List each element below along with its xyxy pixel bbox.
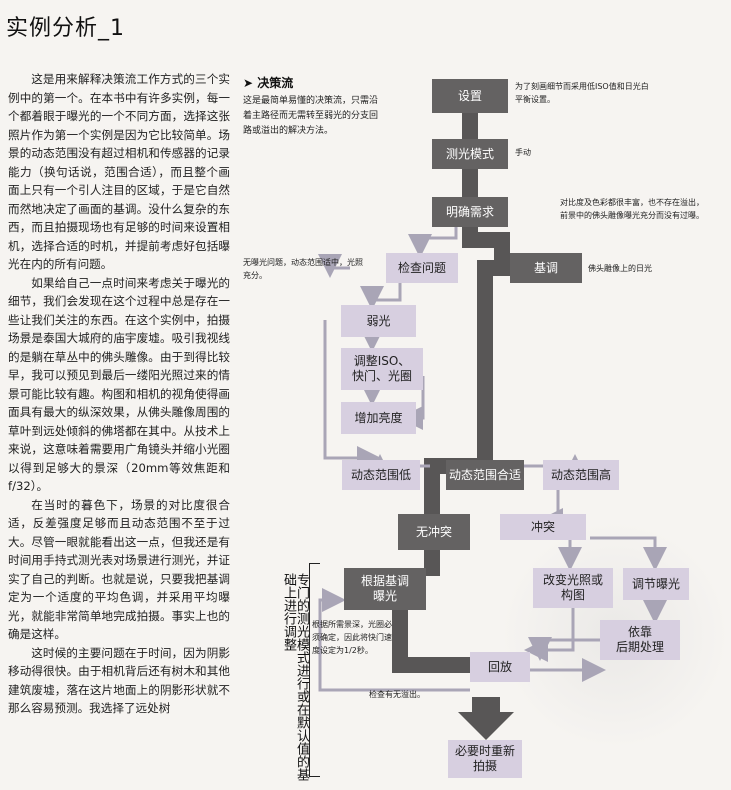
paragraph: 这是用来解释决策流工作方式的三个实例中的第一个。在本书中有许多实例，每一个都着眼…: [8, 72, 230, 271]
node-metering: 测光模式: [432, 139, 508, 169]
node-low-light: 弱光: [341, 305, 416, 337]
note-no-overflow: 检查有无溢出。: [369, 690, 425, 699]
paragraph: 这时候的主要问题在于时间，因为阴影移动得很快。由于相机背后还有树木和其他建筑废墟…: [8, 645, 230, 716]
node-setup: 设置: [432, 79, 508, 113]
node-playback: 回放: [470, 652, 530, 682]
note-check: 无曝光问题，动态范围适中，光照充分。: [243, 258, 363, 280]
node-conflict: 冲突: [500, 514, 586, 540]
note-requirement: 对比度及色彩都很丰富，也不存在溢出，前景中的佛头雕像曝光充分而没有过曝。: [560, 198, 704, 220]
node-post: 依靠 后期处理: [600, 620, 680, 660]
node-adjust-exposure: 调节曝光: [623, 568, 689, 600]
section-description: 这是最简单易懂的决策流，只需沿着主路径而无需转至弱光的分支回路或溢出的解决方法。: [243, 96, 379, 136]
side-label: 专门的测光模式进行或在默认值的基础上进行调整: [281, 573, 309, 781]
node-reshoot: 必要时重新 拍摄: [448, 740, 522, 778]
node-check: 检查问题: [386, 253, 458, 283]
paragraph: 在当时的暮色下，场景的对比度很合适，反差强度足够而且动态范围不至于过大。尽管一眼…: [8, 497, 230, 642]
body-text: 这是用来解释决策流工作方式的三个实例中的第一个。在本书中有许多实例，每一个都着眼…: [8, 70, 230, 718]
triangle-bullet-icon: ➤: [243, 76, 258, 90]
node-requirement: 明确需求: [432, 197, 508, 227]
node-change-light: 改变光照或 构图: [533, 568, 613, 608]
page-title: 实例分析_1: [6, 16, 125, 41]
paragraph: 如果给自己一点时间来考虑关于曝光的细节，我们会发现在这个过程中总是存在一些让我们…: [8, 275, 230, 494]
note-keytone: 佛头雕像上的日光: [588, 264, 652, 273]
node-keytone: 基调: [510, 253, 582, 283]
node-dr-high: 动态范围高: [543, 460, 619, 490]
node-meter-key: 根据基调 曝光: [344, 568, 426, 610]
note-setup: 为了刻画细节而采用低ISO值和日光白平衡设置。: [515, 82, 649, 104]
node-adjust-iso: 调整ISO、 快门、光圈: [341, 348, 423, 390]
node-dr-ok: 动态范围合适: [446, 460, 524, 490]
node-dr-low: 动态范围低: [342, 460, 420, 490]
note-meter-key: 根据所需景深，光圈必须确定，因此将快门速度设定为1/2秒。: [312, 620, 392, 655]
section-heading: ➤ 决策流: [243, 76, 294, 90]
side-bracket: [309, 563, 320, 777]
note-metering: 手动: [515, 148, 531, 157]
node-brighten: 增加亮度: [341, 402, 416, 434]
node-no-conflict: 无冲突: [398, 514, 470, 550]
